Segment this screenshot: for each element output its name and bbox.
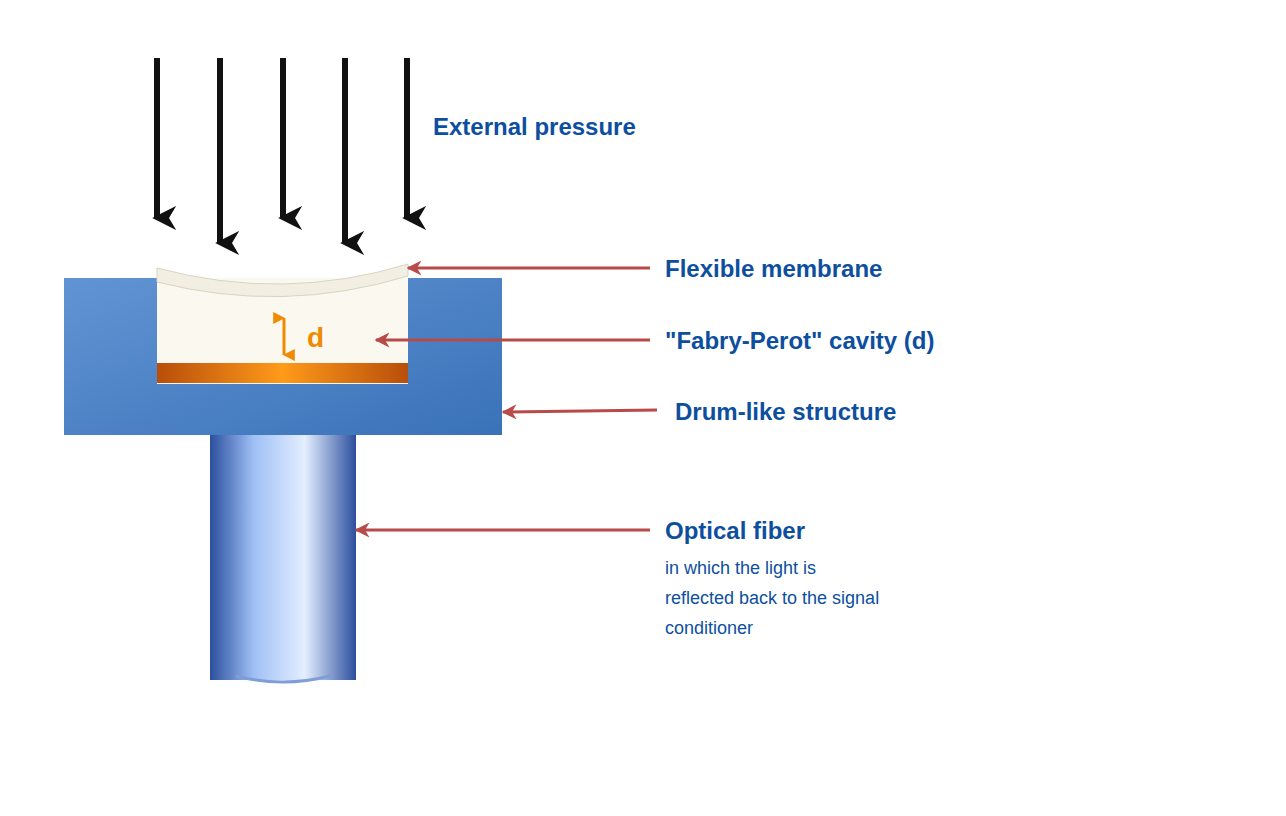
pressure-arrow (280, 58, 286, 218)
part-label: "Fabry-Perot" cavity (d) (665, 326, 934, 355)
optical-fiber (210, 435, 356, 680)
leader-line (356, 529, 650, 532)
part-note: in which the light is reflected back to … (665, 553, 880, 643)
flexible-membrane (157, 264, 408, 297)
pressure-arrow (154, 58, 160, 218)
leader-lines (356, 268, 657, 530)
part-label: Flexible membrane (665, 254, 882, 283)
part-label: Optical fiber (665, 516, 805, 545)
part-label: Drum-like structure (675, 397, 896, 426)
drum-structure (64, 278, 502, 435)
pressure-arrow (217, 58, 223, 243)
reflective-plate (157, 363, 408, 383)
gap-symbol: d (307, 321, 324, 355)
fiber-end (236, 676, 330, 682)
leader-line (503, 410, 657, 412)
pressure-arrow (342, 58, 348, 243)
leader-line (376, 339, 650, 342)
pressure-label: External pressure (433, 112, 636, 141)
pressure-arrow (404, 58, 410, 218)
gap-dimension-arrow (283, 318, 286, 355)
leader-line (408, 267, 650, 270)
pressure-arrows (157, 58, 407, 243)
